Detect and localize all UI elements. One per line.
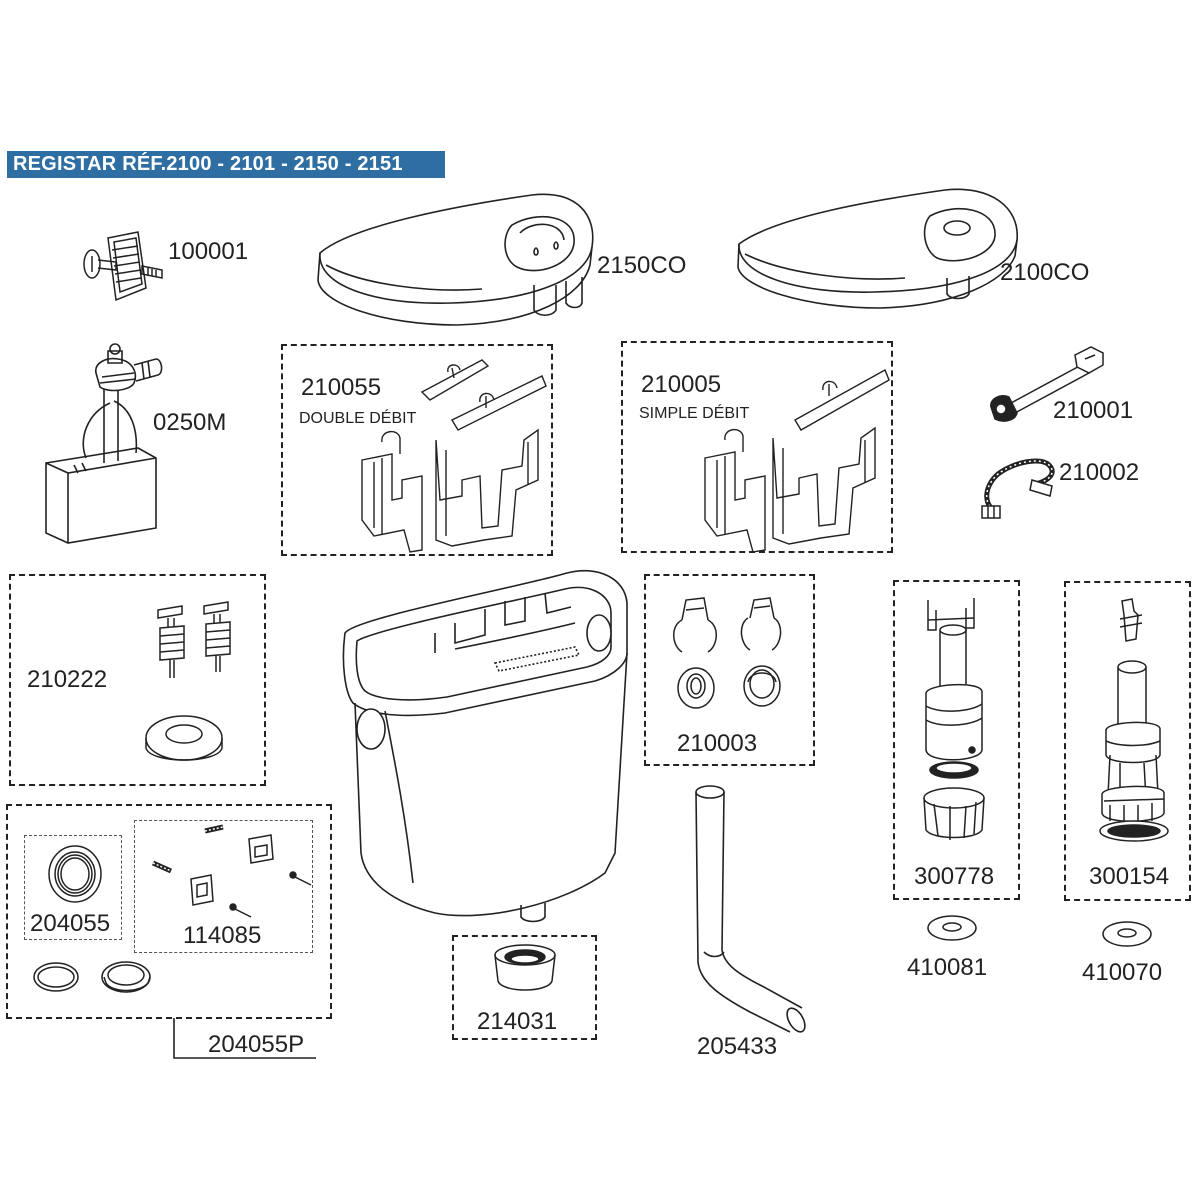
part-300778-drawing — [910, 590, 1005, 855]
part-114085-drawing — [145, 825, 315, 925]
part-0250M-drawing — [38, 343, 188, 553]
part-210005-label: 210005 — [641, 371, 722, 398]
kit-210055-box — [281, 344, 553, 556]
part-2150CO-label: 2150CO — [597, 252, 687, 279]
part-204055-drawing — [45, 840, 105, 910]
part-300778-label: 300778 — [914, 863, 995, 890]
part-210002-label: 210002 — [1059, 459, 1140, 486]
part-210222-drawing — [140, 600, 255, 775]
kit-214031-box — [452, 935, 597, 1040]
part-300154-drawing — [1080, 595, 1180, 860]
part-210003-drawing — [660, 590, 800, 720]
kit-114085-box — [134, 820, 313, 953]
part-210005-drawing — [695, 350, 895, 550]
kit-300154-box — [1064, 581, 1191, 901]
part-210055-subtitle: DOUBLE DÉBIT — [299, 410, 417, 427]
part-300154-label: 300154 — [1089, 863, 1170, 890]
part-204055-label: 204055 — [30, 910, 111, 937]
part-410070-drawing — [1097, 917, 1157, 951]
kit-210003-box — [644, 574, 815, 766]
part-114085-label: 114085 — [183, 922, 262, 949]
part-210003-label: 210003 — [677, 730, 758, 757]
diagram-title: REGISTAR RÉF.2100 - 2101 - 2150 - 2151 — [7, 151, 445, 178]
part-210055-drawing — [352, 350, 552, 550]
part-2100CO-drawing — [735, 182, 1025, 312]
kit-204055-box — [24, 835, 122, 940]
part-100001-label: 100001 — [168, 238, 249, 265]
part-410070-label: 410070 — [1082, 959, 1163, 986]
kit-204055P-leader — [170, 1018, 320, 1060]
part-210001-label: 210001 — [1053, 397, 1134, 424]
part-205433-drawing — [690, 782, 810, 1034]
part-214031-label: 214031 — [477, 1008, 558, 1035]
part-210005-subtitle: SIMPLE DÉBIT — [639, 405, 750, 422]
part-210001-drawing — [985, 343, 1110, 428]
kit-300778-box — [893, 580, 1020, 900]
part-0250M-label: 0250M — [153, 409, 227, 436]
part-410081-label: 410081 — [907, 954, 988, 981]
part-204055P-label: 204055P — [208, 1031, 305, 1058]
part-2100CO-label: 2100CO — [1000, 259, 1090, 286]
kit-204055P-box — [6, 804, 332, 1019]
part-2150CO-drawing — [312, 185, 602, 330]
part-100001-drawing — [78, 228, 173, 308]
part-205433-label: 205433 — [697, 1033, 778, 1060]
part-210002-drawing — [978, 450, 1063, 522]
part-210055-label: 210055 — [301, 374, 382, 401]
part-410081-drawing — [922, 911, 982, 945]
kit-210222-box — [9, 574, 266, 786]
part-204055P-rings-drawing — [30, 955, 160, 1000]
cistern-tank-drawing — [335, 563, 635, 923]
part-210222-label: 210222 — [27, 666, 108, 693]
part-214031-drawing — [488, 937, 563, 997]
